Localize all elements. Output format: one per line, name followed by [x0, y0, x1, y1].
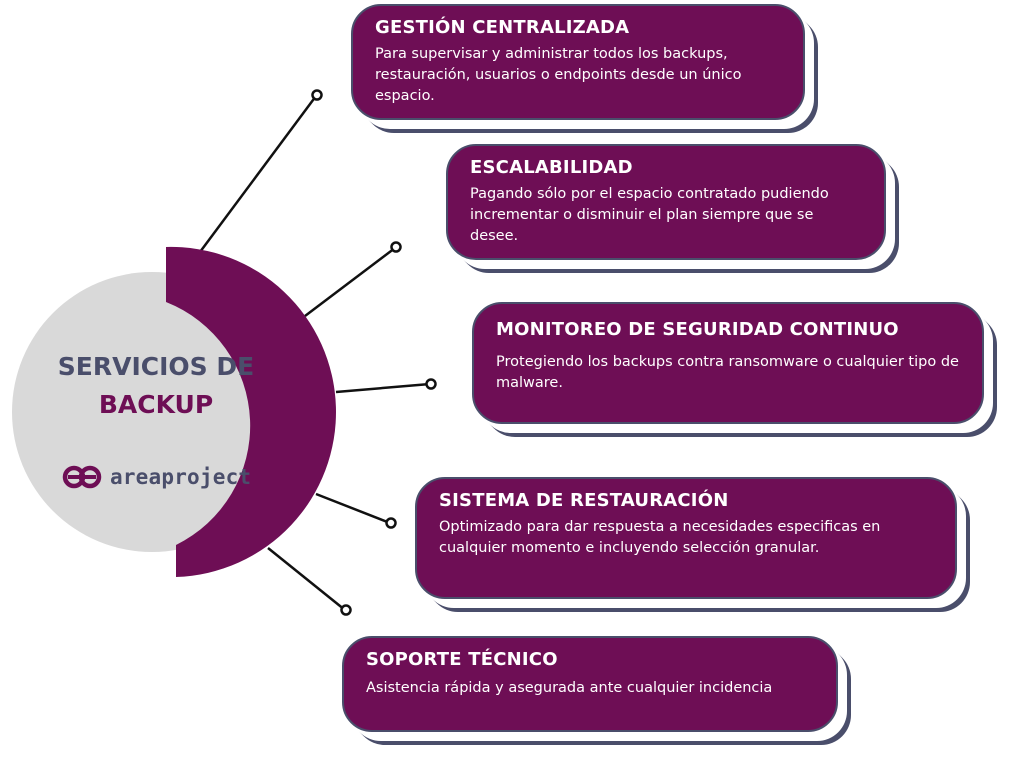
hub-title-line1: SERVICIOS DE	[57, 352, 255, 381]
hub-arc	[166, 246, 336, 577]
hub-title-line2: BACKUP	[98, 390, 214, 419]
service-card-restauracion: SISTEMA DE RESTAURACIÓN Optimizado para …	[415, 477, 957, 599]
service-card-gestion: GESTIÓN CENTRALIZADA Para supervisar y a…	[351, 4, 805, 120]
card-description: Protegiendo los backups contra ransomwar…	[496, 354, 959, 391]
connector-dot-1	[311, 89, 323, 101]
card-description: Para supervisar y administrar todos los …	[375, 46, 742, 104]
brand-name: areaproject	[110, 465, 252, 489]
card-title: MONITOREO DE SEGURIDAD CONTINUO	[496, 319, 899, 340]
connector-dot-4	[385, 517, 397, 529]
connector-endpoints	[311, 89, 437, 616]
card-title: ESCALABILIDAD	[470, 157, 633, 178]
connector-line-4	[315, 492, 391, 525]
card-title: GESTIÓN CENTRALIZADA	[375, 17, 630, 38]
connector-dot-2	[390, 241, 402, 253]
card-description: Asistencia rápida y asegurada ante cualq…	[366, 680, 773, 696]
service-card-soporte: SOPORTE TÉCNICO Asistencia rápida y aseg…	[342, 636, 838, 732]
connector-line-2	[304, 247, 396, 317]
connector-line-5	[267, 547, 346, 611]
connector-dot-5	[340, 604, 352, 616]
card-description: Optimizado para dar respuesta a necesida…	[439, 519, 881, 556]
areaproject-logo-icon	[62, 465, 102, 489]
card-title: SOPORTE TÉCNICO	[366, 649, 558, 670]
connector-line-3	[335, 382, 431, 394]
service-card-monitoreo: MONITOREO DE SEGURIDAD CONTINUO Protegie…	[472, 302, 984, 424]
connector-lines	[198, 95, 431, 611]
hub-title: SERVICIOS DE BACKUP	[36, 348, 276, 424]
connector-line-1	[198, 95, 318, 253]
brand-logo: areaproject	[62, 462, 251, 492]
service-card-escalabilidad: ESCALABILIDAD Pagando sólo por el espaci…	[446, 144, 886, 260]
connector-dot-3	[425, 378, 437, 390]
card-description: Pagando sólo por el espacio contratado p…	[470, 186, 829, 244]
card-title: SISTEMA DE RESTAURACIÓN	[439, 490, 729, 511]
